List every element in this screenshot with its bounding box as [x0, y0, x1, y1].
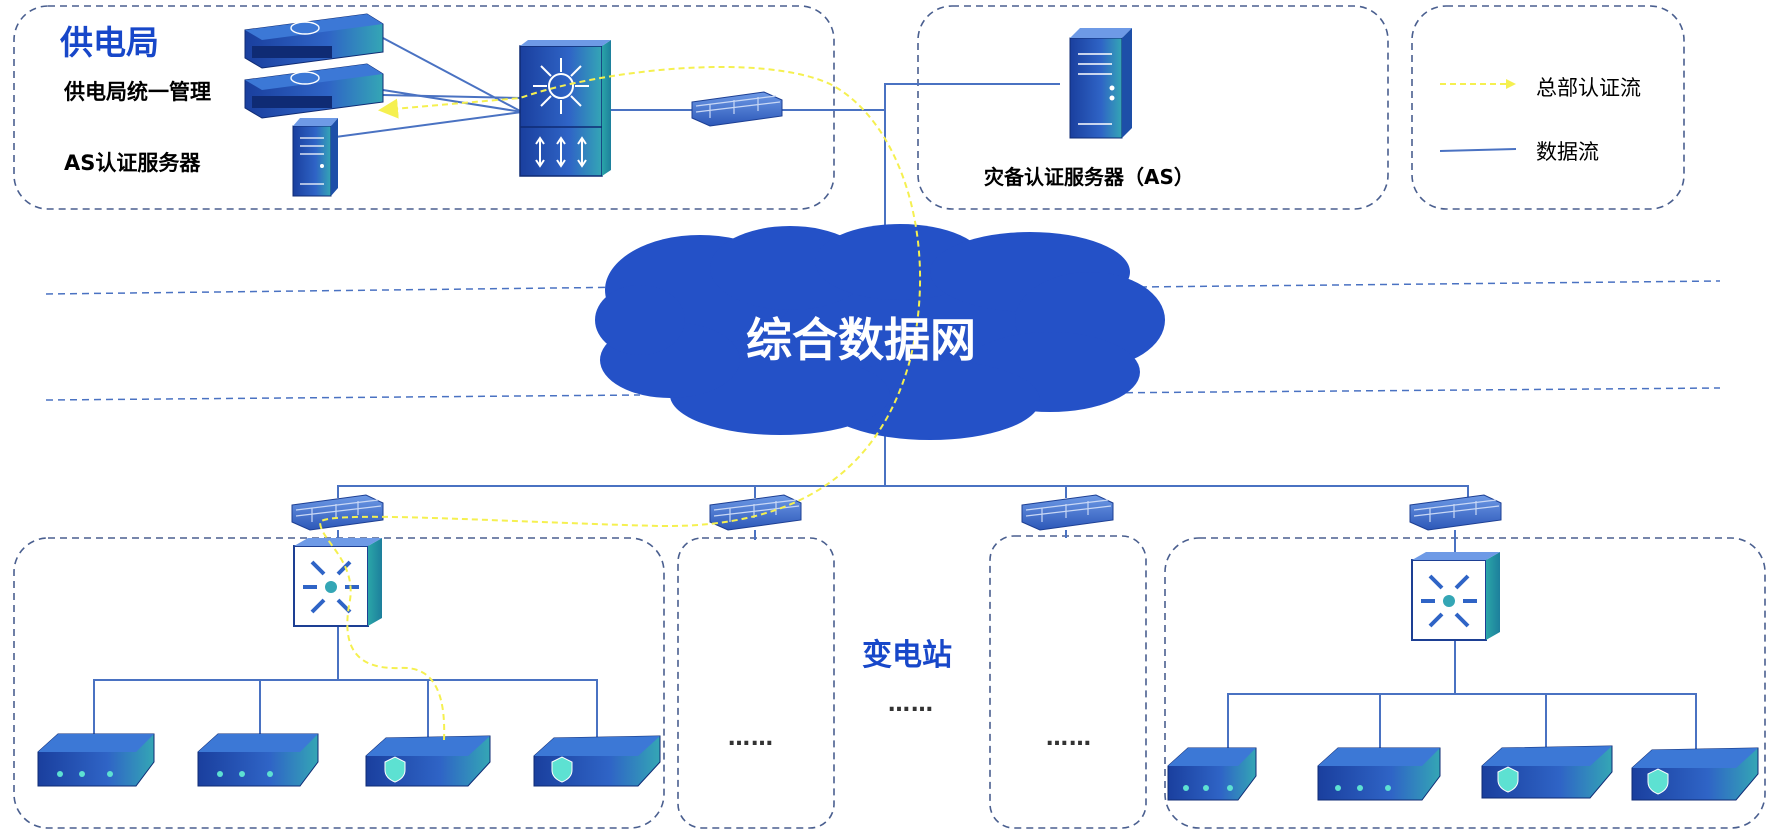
ellipsis-mid: ……	[888, 692, 934, 717]
firewall-icon	[709, 494, 802, 531]
unified-management-label: 供电局统一管理	[64, 80, 211, 104]
firewall-icon	[691, 91, 783, 127]
substation-box-3	[989, 535, 1147, 829]
auth-flow-path	[318, 65, 922, 741]
endpoint-device-icon	[197, 733, 319, 787]
legend-data-flow-glyph	[1439, 148, 1517, 152]
core-security-switch-icon	[519, 40, 611, 177]
as-server-label: AS认证服务器	[64, 151, 201, 175]
firewall-icon	[1409, 494, 1502, 531]
secure-terminal-icon	[365, 735, 491, 787]
access-switch-icon	[1411, 552, 1500, 641]
ellipsis-box-2: ……	[728, 726, 774, 751]
substation-label: 变电站	[862, 638, 952, 673]
endpoint-device-icon	[37, 733, 155, 787]
access-switch-icon	[293, 538, 382, 627]
endpoint-device-icon	[1317, 747, 1441, 801]
substation-box-4	[1164, 537, 1766, 829]
secure-terminal-icon	[1631, 747, 1759, 801]
legend-auth-flow-glyph	[1440, 79, 1516, 89]
data-network-cloud	[595, 224, 1165, 440]
as-server-tower-icon	[292, 118, 338, 197]
substation-box-2	[677, 537, 835, 829]
legend-data-flow-label: 数据流	[1536, 140, 1599, 164]
dashed-region-boxes	[13, 5, 1766, 829]
legend-box	[1411, 5, 1685, 210]
cloud-label: 综合数据网	[746, 313, 976, 367]
rack-server-icon	[244, 13, 384, 69]
layer-dashed-lines	[45, 280, 1721, 401]
backup-server-box	[917, 5, 1389, 210]
ellipsis-box-3: ……	[1046, 726, 1092, 751]
secure-terminal-icon	[533, 735, 661, 787]
endpoint-device-icon	[1167, 747, 1257, 801]
rack-server-icon	[244, 63, 384, 119]
bureau-title: 供电局	[60, 23, 159, 62]
firewall-icon	[1021, 494, 1114, 531]
data-flow-lines	[93, 37, 1697, 752]
firewall-icon	[291, 494, 384, 531]
legend-auth-flow-label: 总部认证流	[1536, 76, 1641, 100]
bureau-box	[13, 5, 835, 210]
backup-server-label: 灾备认证服务器（AS）	[984, 165, 1194, 189]
backup-server-tower-icon	[1069, 28, 1132, 139]
secure-terminal-icon	[1481, 745, 1613, 799]
